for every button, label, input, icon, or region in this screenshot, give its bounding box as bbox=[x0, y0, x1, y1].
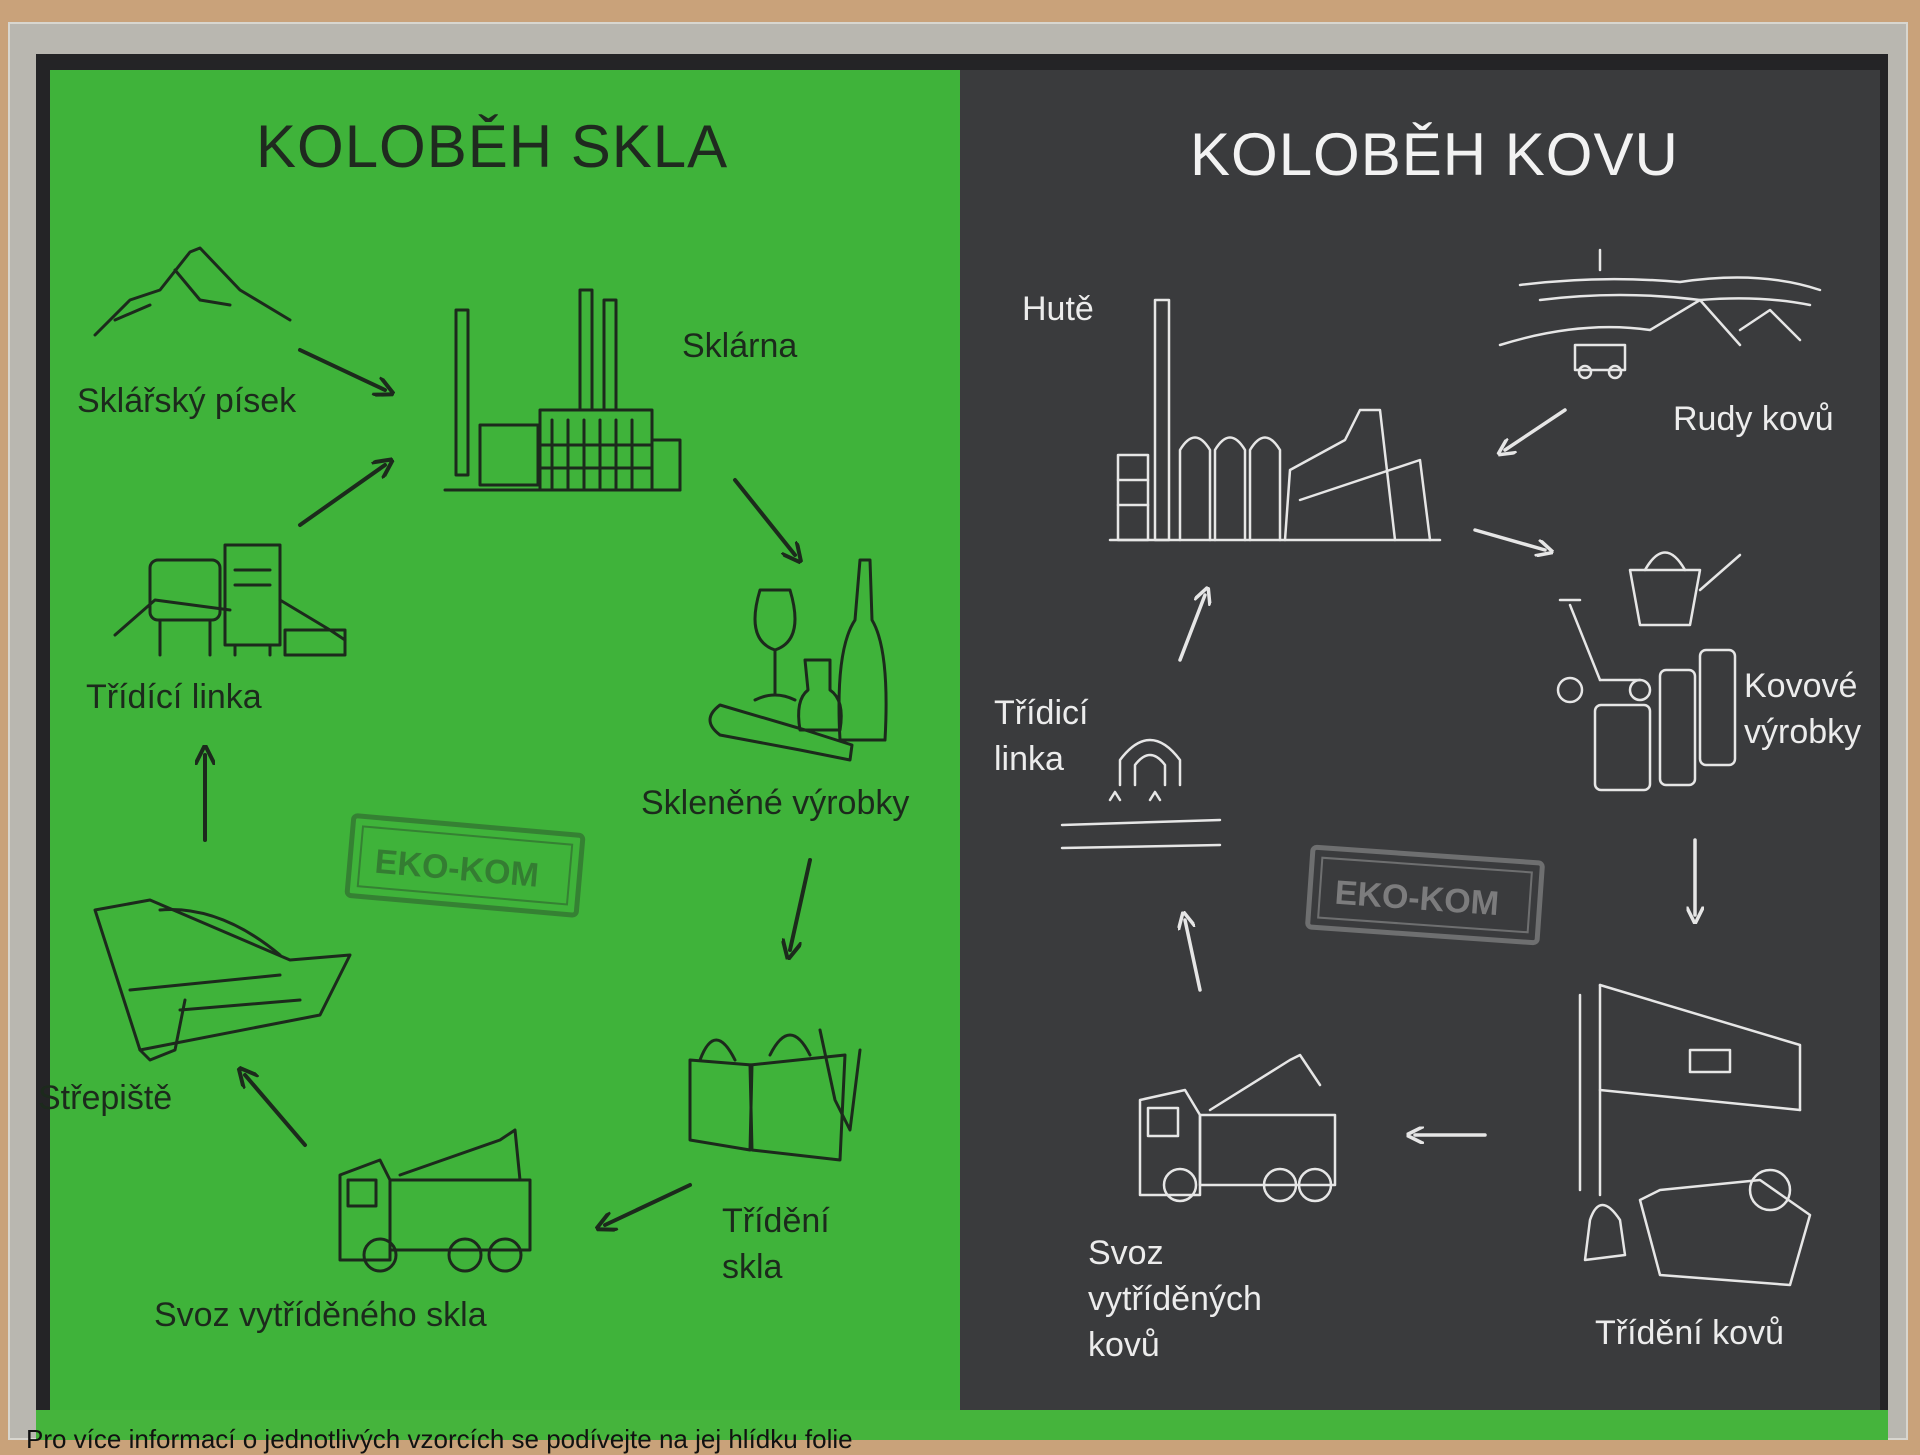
label-metal-sorting-line: Třídicí linka bbox=[994, 694, 1089, 778]
metal-truck-icon bbox=[1138, 1053, 1337, 1203]
glass-cycle-title: KOLOBĚH SKLA bbox=[256, 113, 729, 180]
label-glass-sorting-line: Třídící linka bbox=[86, 678, 262, 716]
label-glass-sand: Sklářský písek bbox=[77, 382, 297, 420]
smelter-icon bbox=[1108, 298, 1442, 542]
label-metal-ores: Rudy kovů bbox=[1673, 400, 1834, 438]
label-glass-collection: Svoz vytříděného skla bbox=[154, 1296, 487, 1334]
metal-cycle-title: KOLOBĚH KOVU bbox=[1190, 121, 1679, 188]
label-metal-products: Kovové výrobky bbox=[1744, 667, 1862, 751]
ekokom-stamp-glass bbox=[344, 813, 586, 918]
glass-truck-icon bbox=[338, 1128, 532, 1273]
label-glass-products: Skleněné výrobky bbox=[641, 784, 910, 822]
metal-cycle-panel bbox=[960, 70, 1880, 1410]
glass-products-icon bbox=[708, 558, 888, 762]
glass-sorting-bags-icon bbox=[688, 1028, 862, 1162]
label-metal-smelter: Hutě bbox=[1022, 290, 1094, 328]
metal-sorting-container-icon bbox=[1578, 983, 1812, 1287]
magnet-sorting-line-icon bbox=[1060, 738, 1222, 850]
glass-cycle-panel bbox=[50, 70, 960, 1410]
cullet-heap-icon bbox=[93, 898, 352, 1062]
footer-strip bbox=[36, 1410, 1888, 1440]
ore-mine-landscape-icon bbox=[1498, 248, 1822, 380]
ekokom-stamp-metal-text: EKO-KOM bbox=[1334, 874, 1501, 923]
label-metal-collection: Svoz vytříděných kovů bbox=[1088, 1234, 1262, 1364]
mountain-icon bbox=[93, 246, 292, 337]
ekokom-stamp-glass-text: EKO-KOM bbox=[373, 843, 540, 895]
label-glass-cullet: Střepiště bbox=[38, 1079, 173, 1117]
metal-products-icon bbox=[1556, 551, 1742, 792]
label-metal-sorting: Třídění kovů bbox=[1595, 1314, 1784, 1352]
glass-sorting-line-icon bbox=[113, 543, 347, 657]
label-glass-factory: Sklárna bbox=[682, 327, 798, 365]
glass-factory-icon bbox=[443, 288, 682, 492]
label-glass-sorting: Třídění skla bbox=[722, 1202, 830, 1286]
ekokom-stamp-metal bbox=[1305, 844, 1545, 946]
